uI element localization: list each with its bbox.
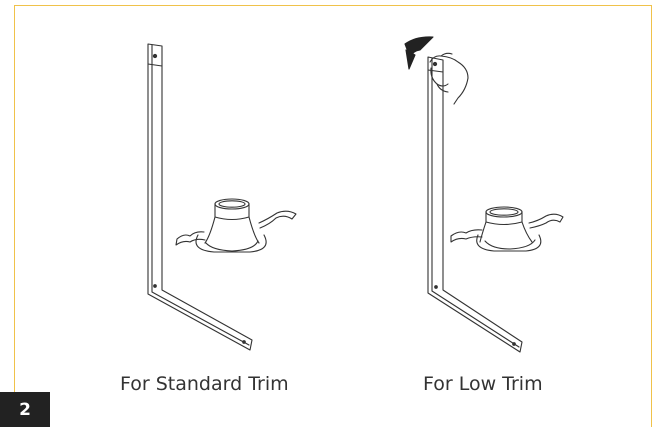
low-trim-bracket-icon	[427, 56, 523, 353]
standard-housing-icon	[175, 198, 297, 253]
standard-trim-caption: For Standard Trim	[120, 373, 289, 395]
standard-trim-bracket-icon	[147, 43, 253, 351]
low-trim-housing-icon	[450, 206, 564, 252]
hand-bending-icon	[429, 52, 469, 105]
step-number-badge: 2	[0, 392, 50, 427]
bend-direction-arrow-icon	[404, 36, 434, 70]
instruction-panel	[14, 5, 652, 427]
low-trim-caption: For Low Trim	[423, 373, 543, 395]
